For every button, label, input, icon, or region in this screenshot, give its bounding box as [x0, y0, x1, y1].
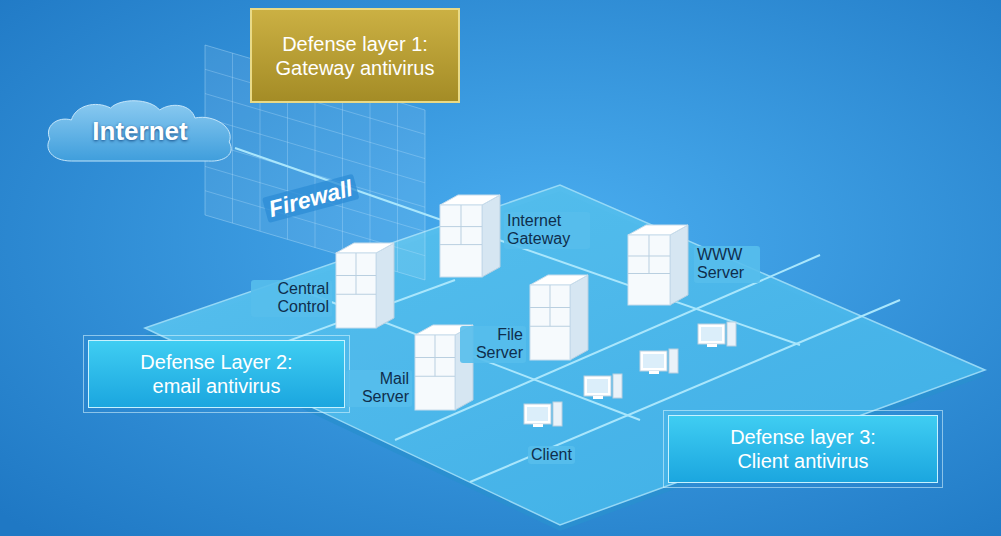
callout-box: Defense Layer 2: email antivirus [88, 340, 345, 408]
client-computer [698, 322, 736, 347]
firewall-label: Firewall [262, 174, 359, 224]
cloud-label: Internet [92, 116, 187, 147]
client-computer [524, 402, 562, 427]
callout-text: Defense layer 1: Gateway antivirus [265, 32, 445, 80]
client-label: Client [528, 446, 575, 464]
server-label: Internet Gateway [504, 212, 590, 249]
callout-box: Defense layer 1: Gateway antivirus [250, 8, 460, 103]
callout-box: Defense layer 3: Client antivirus [668, 415, 938, 483]
cloud-node: Internet [42, 98, 238, 164]
server-icon [628, 225, 688, 305]
server-label: Central Control [251, 280, 332, 317]
server-icon [336, 243, 394, 328]
server-label: WWW Server [694, 246, 760, 283]
server-icon [530, 275, 588, 360]
server-icon [440, 195, 500, 277]
client-computer [640, 349, 678, 374]
network-wires [235, 148, 900, 482]
server-label: Mail Server [346, 370, 412, 407]
callout-text: Defense layer 3: Client antivirus [713, 425, 893, 473]
callout-text: Defense Layer 2: email antivirus [127, 350, 307, 398]
server-label: File Server [460, 326, 526, 363]
client-computer [584, 374, 622, 399]
